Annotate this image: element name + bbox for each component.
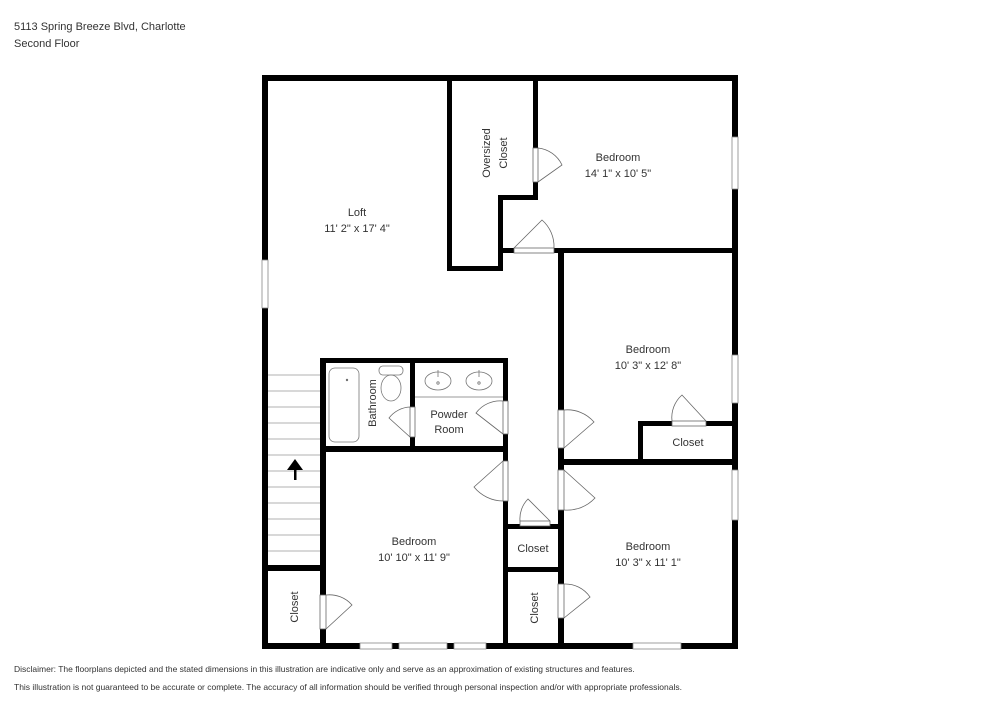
- window-bedroom-ne: [731, 136, 739, 190]
- room-name-powder-1: Powder: [430, 409, 468, 421]
- floor-label: Second Floor: [14, 38, 80, 50]
- bathtub-icon: [328, 367, 360, 443]
- room-name-closet-e: Closet: [672, 437, 703, 449]
- room-name-bedroom-se: Bedroom: [626, 541, 671, 553]
- room-name-bathroom: Bathroom: [367, 379, 379, 427]
- room-dims-loft: 11' 2" x 17' 4": [324, 223, 390, 235]
- room-name-oversized-closet-1: Oversized: [481, 128, 493, 178]
- window-bedroom-sw-2: [398, 642, 448, 650]
- window-bedroom-se-south: [632, 642, 682, 650]
- room-dims-bedroom-ne: 14' 1" x 10' 5": [585, 168, 652, 180]
- room-name-oversized-closet-2: Closet: [498, 137, 510, 168]
- room-name-loft: Loft: [348, 207, 366, 219]
- window-loft-west: [261, 259, 269, 309]
- room-name-bedroom-sw: Bedroom: [392, 536, 437, 548]
- sink-icon: [415, 370, 503, 398]
- disclaimer-line-1: Disclaimer: The floorplans depicted and …: [14, 664, 635, 674]
- toilet-icon: [378, 365, 404, 402]
- disclaimer-line-2: This illustration is not guaranteed to b…: [14, 682, 682, 692]
- room-name-bedroom-e: Bedroom: [626, 344, 671, 356]
- property-address: 5113 Spring Breeze Blvd, Charlotte: [14, 21, 186, 33]
- window-bedroom-e: [731, 354, 739, 404]
- windows: [261, 136, 739, 650]
- room-name-powder-2: Room: [434, 424, 463, 436]
- room-dims-bedroom-sw: 10' 10" x 11' 9": [378, 552, 450, 564]
- doors: [319, 147, 707, 630]
- room-name-closet-hall: Closet: [517, 543, 548, 555]
- window-bedroom-sw-1: [359, 642, 393, 650]
- room-name-closet-s: Closet: [529, 592, 541, 623]
- stair-arrow-icon: [287, 459, 303, 480]
- room-name-bedroom-ne: Bedroom: [596, 152, 641, 164]
- room-dims-bedroom-se: 10' 3" x 11' 1": [615, 557, 681, 569]
- window-bedroom-se-east: [731, 469, 739, 521]
- room-name-closet-sw: Closet: [289, 591, 301, 622]
- window-bedroom-sw-3: [453, 642, 487, 650]
- room-dims-bedroom-e: 10' 3" x 12' 8": [615, 360, 682, 372]
